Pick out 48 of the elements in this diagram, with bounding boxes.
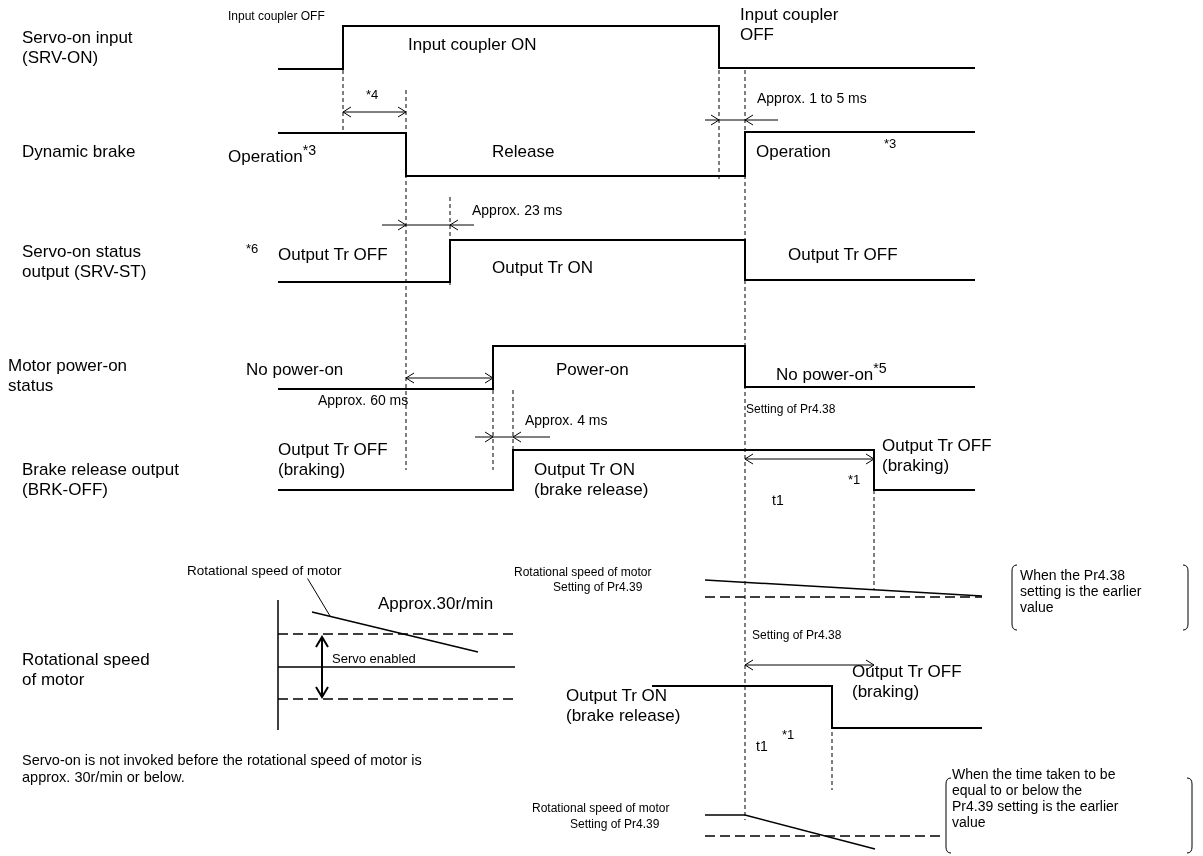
leader-line xyxy=(307,578,331,617)
state-label: Output Tr OFF xyxy=(788,245,898,265)
note-mark: *4 xyxy=(366,88,379,103)
note-mark: *3 xyxy=(884,137,897,152)
note-mark: *6 xyxy=(246,242,259,257)
state-label: No power-on xyxy=(246,360,344,380)
state-label: Output Tr ON (brake release) xyxy=(566,686,682,726)
range-label: Servo enabled xyxy=(332,652,416,667)
timing-label: Setting of Pr4.38 xyxy=(746,403,836,417)
state-label: Output Tr OFF (braking) xyxy=(278,440,389,480)
state-label: Input coupler OFF xyxy=(740,5,840,45)
signal-name: Rotational speed of motor xyxy=(22,650,151,690)
signal-name: Servo-on status output (SRV-ST) xyxy=(22,242,148,282)
timing-label: Approx. 4 ms xyxy=(525,412,608,429)
timing-label: Approx. 60 ms xyxy=(318,392,409,409)
state-label: Operation$^{*3}$ xyxy=(228,142,317,167)
footnote: Servo-on is not invoked before the rotational speed of motor is approx. 30r/min or below. xyxy=(22,752,423,786)
state-label: Operation xyxy=(756,142,831,162)
speed-curve xyxy=(311,611,479,653)
state-label: Output Tr ON xyxy=(492,258,594,278)
threshold-label: Setting of Pr4.39 xyxy=(553,581,643,595)
curve-label: Rotational speed of motor xyxy=(514,566,652,580)
timing-label: Setting of Pr4.38 xyxy=(752,629,842,643)
threshold-label: Setting of Pr4.39 xyxy=(570,818,660,832)
state-label: Output Tr OFF (braking) xyxy=(882,436,993,476)
state-label: Input coupler ON xyxy=(408,35,537,55)
condition-note: When the Pr4.38 setting is the earlier value xyxy=(1020,567,1143,616)
state-label: Output Tr OFF xyxy=(278,245,388,265)
threshold-label: Approx.30r/min xyxy=(378,594,494,614)
signal-name: Motor power-on status xyxy=(8,356,129,396)
state-label: Release xyxy=(492,142,555,162)
state-label: Input coupler OFF xyxy=(228,10,325,24)
state-label: No power-on$^{*5}$ xyxy=(776,360,887,385)
timing-label: Approx. 1 to 5 ms xyxy=(757,90,867,107)
signal-name: Dynamic brake xyxy=(22,142,136,162)
timing-label: Approx. 23 ms xyxy=(472,202,563,219)
note-mark: *1 xyxy=(848,473,861,488)
state-label: Output Tr ON (brake release) xyxy=(534,460,650,500)
timing-label: t1 xyxy=(756,738,768,755)
signal-name: Servo-on input (SRV-ON) xyxy=(22,28,134,68)
condition-note: When the time taken to be equal to or below the Pr4.39 setting is the earlier value xyxy=(952,766,1120,831)
timing-label: t1 xyxy=(772,492,784,509)
note-mark: *1 xyxy=(782,728,795,743)
signal-name: Brake release output (BRK-OFF) xyxy=(22,460,180,500)
leader-label: Rotational speed of motor xyxy=(187,563,342,579)
state-label: Output Tr OFF (braking) xyxy=(852,662,963,702)
curve-label: Rotational speed of motor xyxy=(532,802,670,816)
state-label: Power-on xyxy=(556,360,629,380)
